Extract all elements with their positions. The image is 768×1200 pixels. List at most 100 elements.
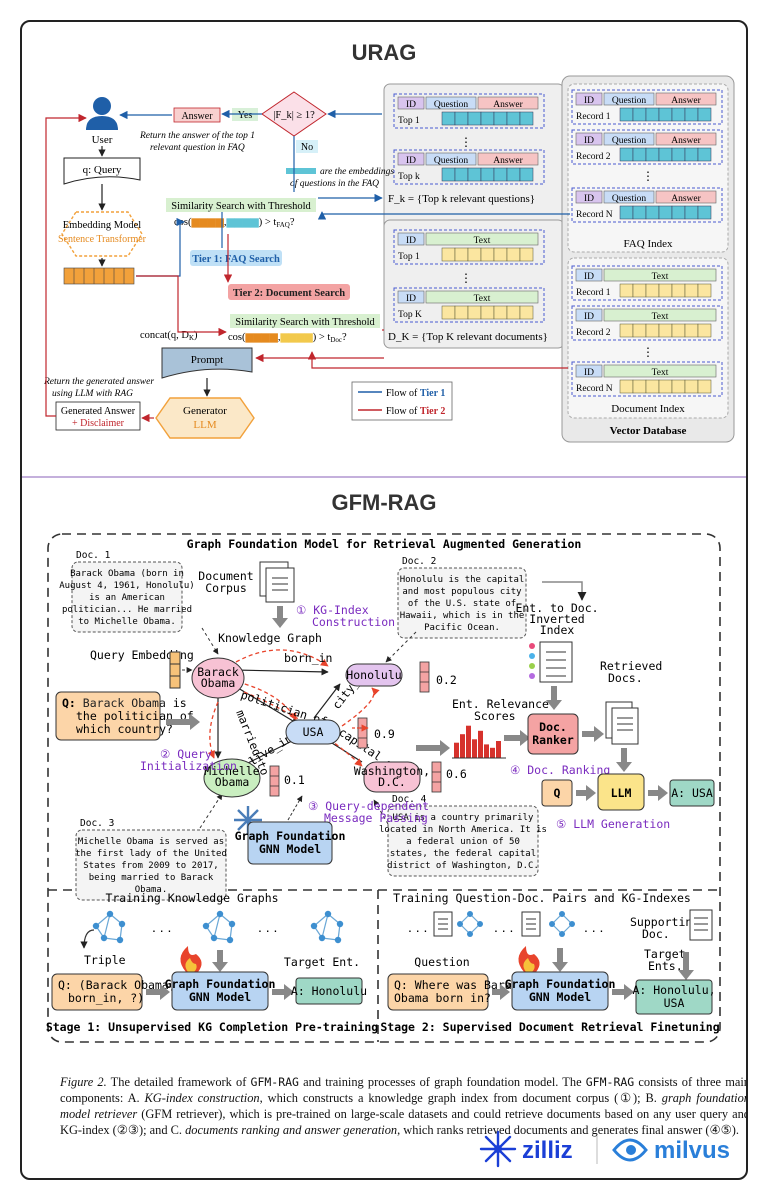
no-label: No: [301, 142, 313, 153]
stage1-query-box: [51, 973, 143, 1011]
relevance-bar: [472, 739, 477, 758]
query-box: [63, 157, 141, 185]
answer-box-gfm: [669, 779, 715, 807]
vec-honolulu-sep: [420, 671, 429, 683]
no-badge: [296, 140, 318, 153]
embed-note-line1: are the embeddings: [320, 167, 394, 177]
stage2-answer-box: [635, 979, 713, 1015]
retrieved-line1: Retrieved: [600, 659, 662, 673]
faq-topk-emb-cell: [467, 167, 482, 182]
answer-gfm-label: A: USA: [671, 786, 713, 800]
train-graph-1-node: [106, 910, 114, 918]
train-graph-2-node: [228, 920, 236, 928]
query-line3: which country?: [76, 722, 173, 736]
stage1-title: Stage 1: Unsupervised KG Completion Pre-…: [46, 1020, 378, 1034]
snowflake-icon: [234, 806, 262, 834]
doc-record2-text-label: Text: [652, 312, 669, 322]
gfm-outer-panel: [47, 533, 721, 1043]
faq-top1-id-label: ID: [406, 100, 416, 110]
doc-record1-emb-cell: [697, 283, 712, 298]
faq-topk-emb-cell: [493, 167, 508, 182]
prompt-box: [161, 347, 253, 379]
sim-doc-title-box: [230, 314, 380, 328]
sentence-transformer-label: Sentence Transformer: [58, 234, 147, 245]
faq-record1-frame: [571, 89, 723, 125]
doc1-box: [71, 561, 183, 633]
stage1-answer-box: [295, 977, 363, 1005]
stage2-graph1-node: [457, 921, 463, 927]
return-top-line1: Return the answer of the top 1: [139, 130, 255, 141]
faq-top1-emb-cell: [467, 111, 482, 126]
llm-to-answer-arrowhead: [658, 785, 668, 801]
doc1-label: Doc. 1: [76, 550, 111, 561]
doc-record1-text-cell: [603, 268, 717, 282]
node-washington-line2: D.C.: [378, 775, 406, 789]
return-gen-line1: Return the generated answer: [43, 377, 154, 387]
doc-record2-emb-cell: [671, 323, 686, 338]
doc3-box: [75, 829, 227, 901]
step2-line1: ② Query: [160, 747, 212, 761]
stage1-triple-arrow: [80, 929, 95, 949]
stage2-question: Question: [414, 955, 469, 969]
to-llm-arrowhead: [616, 762, 632, 772]
doc-topK-emb-cell: [480, 305, 495, 320]
doc3-line: States from 2009 to 2017,: [83, 861, 218, 871]
stage1-graphs: . . .. . .: [92, 910, 344, 944]
q-box: [541, 779, 573, 807]
faq-recordN-id-label: ID: [584, 194, 594, 204]
step3-line2: Message Passing: [324, 811, 428, 825]
doc-record2-id-cell: [575, 308, 603, 322]
score-washington: 0.6: [446, 767, 467, 781]
faq-topk-answer-label: Answer: [493, 156, 523, 166]
doc-top1-emb-cell: [493, 247, 508, 262]
stage2-answer-line1: A: Honolulu,: [632, 983, 715, 997]
q-label: Q: [554, 786, 561, 800]
doc4-line: USA is a country primarily: [393, 813, 534, 823]
faq-top1-emb-cell: [480, 111, 495, 126]
faq-recordN-emb-cell: [619, 205, 634, 220]
stage1-target: Target Ent.: [284, 955, 360, 969]
disclaimer-label: + Disclaimer: [72, 418, 125, 429]
return-gen-line2: using LLM with RAG: [52, 389, 133, 399]
node-michelle-obama: [203, 758, 261, 798]
stage2-supporting-line2: Doc.: [642, 927, 670, 941]
faq-top1-emb-cell: [493, 111, 508, 126]
ent-to-doc-line3: Index: [540, 623, 575, 637]
ent-relevance-line1: Ent. Relevance: [452, 697, 549, 711]
faq-record2-emb-cell: [645, 147, 660, 162]
llm-label: LLM: [611, 786, 632, 800]
inverted-index-icon: [529, 641, 573, 683]
doc-top1-emb-cell: [441, 247, 456, 262]
doc1-line: is an American: [89, 593, 165, 603]
doc-recordN-emb-cell: [619, 379, 634, 394]
figure-caption: Figure 2. The detailed framework of GFM-…: [60, 1074, 746, 1138]
stage1-fire-icon: [180, 946, 202, 972]
doc-top1-emb-cell: [506, 247, 521, 262]
train-graph-1-edge: [103, 913, 111, 939]
faq-record2-frame: [571, 129, 723, 165]
to-retrieved-arrowhead: [594, 726, 604, 742]
document-index-label: Document Index: [611, 403, 685, 415]
gfm-panel-title: Graph Foundation Model for Retrieval Aug…: [187, 537, 582, 551]
doc-top1-text-label: Text: [474, 236, 491, 246]
vec-honolulu: [419, 661, 430, 693]
train-graph-dots2: . . .: [258, 919, 277, 935]
node-honolulu: [345, 663, 403, 687]
query-line2: the politician of: [76, 709, 194, 723]
doc-top1-emb-cell: [480, 247, 495, 262]
concat-label: concat(q, DK): [140, 330, 198, 342]
tier2-label: Tier 2: Document Search: [233, 288, 345, 299]
faq-topk-id-label: ID: [406, 156, 416, 166]
query-entity-highlight: Barack Obama: [83, 696, 166, 710]
knowledge-graph-label: Knowledge Graph: [218, 631, 322, 645]
stage2-graph1-node: [467, 931, 473, 937]
condition-label: |F_k| ≥ 1?: [273, 110, 315, 121]
document-corpus-icon: [259, 561, 295, 603]
step4-label: ④ Doc. Ranking: [510, 763, 610, 777]
faq-record2-emb-cell: [632, 147, 647, 162]
doc-topK-emb-cell: [519, 305, 534, 320]
stage1-answer: A: Honolulu: [291, 984, 367, 998]
faq-record2-answer-label: Answer: [671, 136, 701, 146]
zilliz-logo-icon: [479, 1130, 517, 1168]
doc1-line: to Michelle Obama.: [78, 617, 176, 627]
